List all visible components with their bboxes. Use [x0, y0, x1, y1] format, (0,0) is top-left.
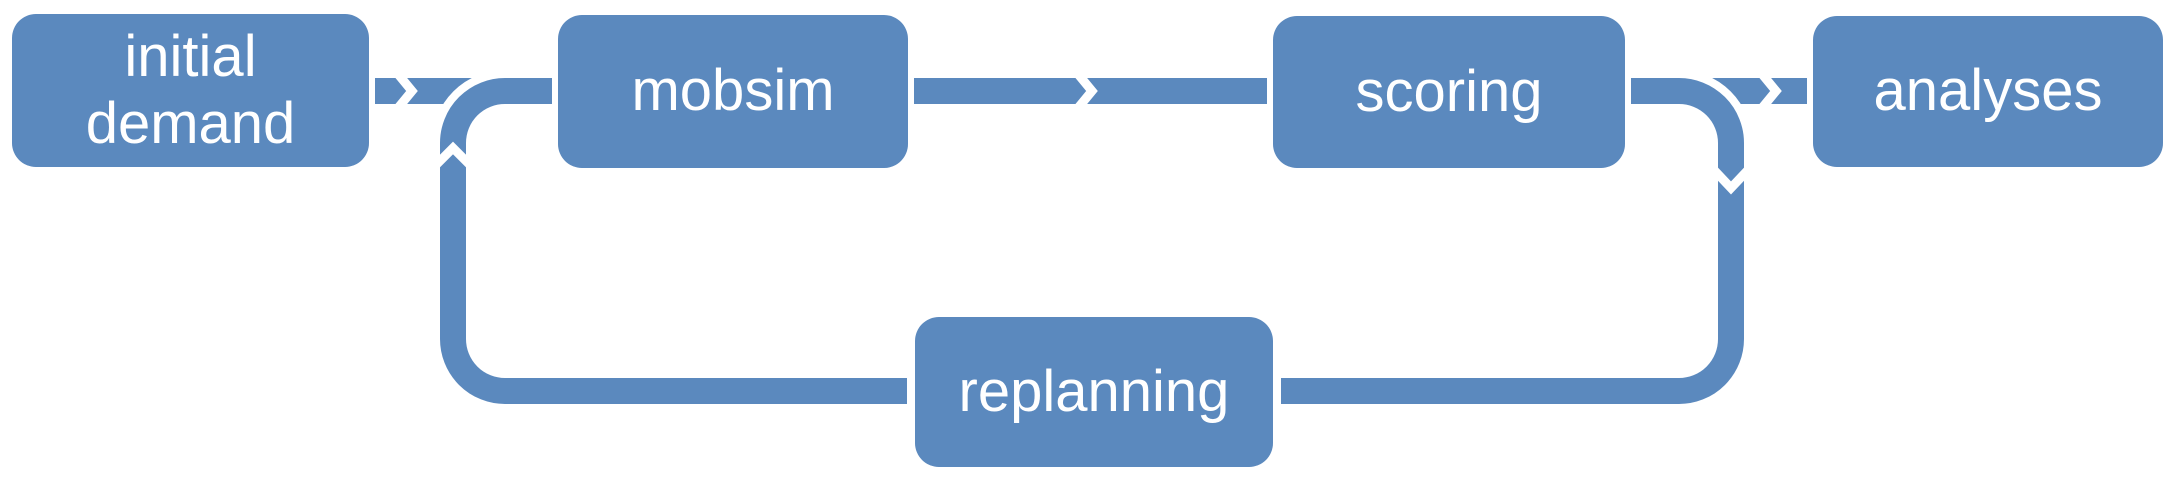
node-label: replanning	[958, 358, 1230, 424]
node-label: analyses	[1873, 58, 2103, 124]
chevron-down-icon	[1710, 166, 1752, 195]
loop-band	[440, 78, 1744, 404]
node-label: mobsim	[631, 58, 835, 124]
node-replanning: replanning	[915, 317, 1273, 467]
chevron-right-icon	[1074, 71, 1098, 111]
node-analyses: analyses	[1813, 16, 2163, 167]
chevron-right-icon	[1758, 71, 1782, 111]
node-label: scoring	[1355, 58, 1543, 124]
node-initial-demand: initial demand	[12, 14, 369, 167]
chevron-right-icon	[394, 71, 418, 111]
chevron-up-icon	[432, 141, 474, 169]
node-label: initial demand	[85, 23, 296, 156]
node-scoring: scoring	[1273, 16, 1625, 168]
node-mobsim: mobsim	[558, 15, 908, 168]
